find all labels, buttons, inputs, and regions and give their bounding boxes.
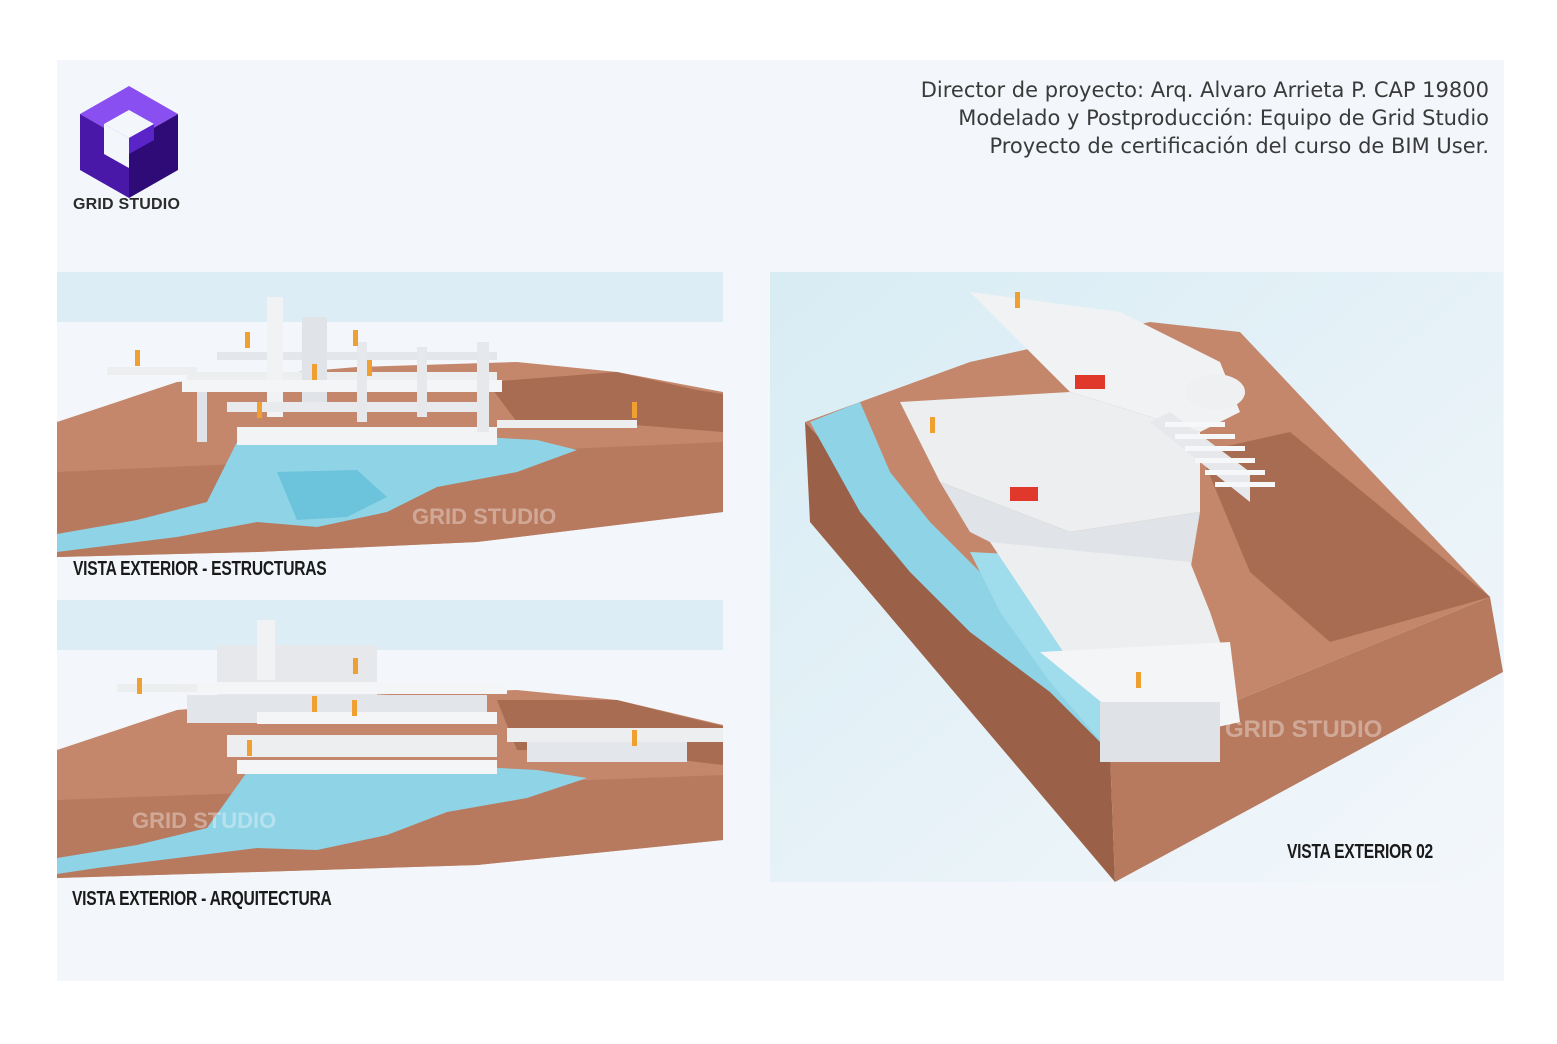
grid-studio-logo-icon [70,80,188,220]
render-structures: GRID STUDIO [57,272,723,562]
watermark-text: GRID STUDIO [412,504,556,529]
credit-director: Director de proyecto: Arq. Alvaro Arriet… [920,78,1489,102]
render-exterior-02: GRID STUDIO [770,272,1503,882]
credit-certification: Proyecto de certificación del curso de B… [989,134,1489,158]
credit-modeling: Modelado y Postproducción: Equipo de Gri… [958,106,1489,130]
caption-structures: VISTA EXTERIOR - ESTRUCTURAS [73,558,327,580]
watermark-text: GRID STUDIO [1225,716,1382,743]
render-architecture: GRID STUDIO [57,600,723,885]
caption-exterior-02: VISTA EXTERIOR 02 [1287,841,1433,863]
watermark-text: GRID STUDIO [132,808,276,833]
brand-name: GRID STUDIO [73,196,181,213]
project-credits: Director de proyecto: Arq. Alvaro Arriet… [921,76,1489,160]
caption-architecture: VISTA EXTERIOR - ARQUITECTURA [72,888,332,910]
